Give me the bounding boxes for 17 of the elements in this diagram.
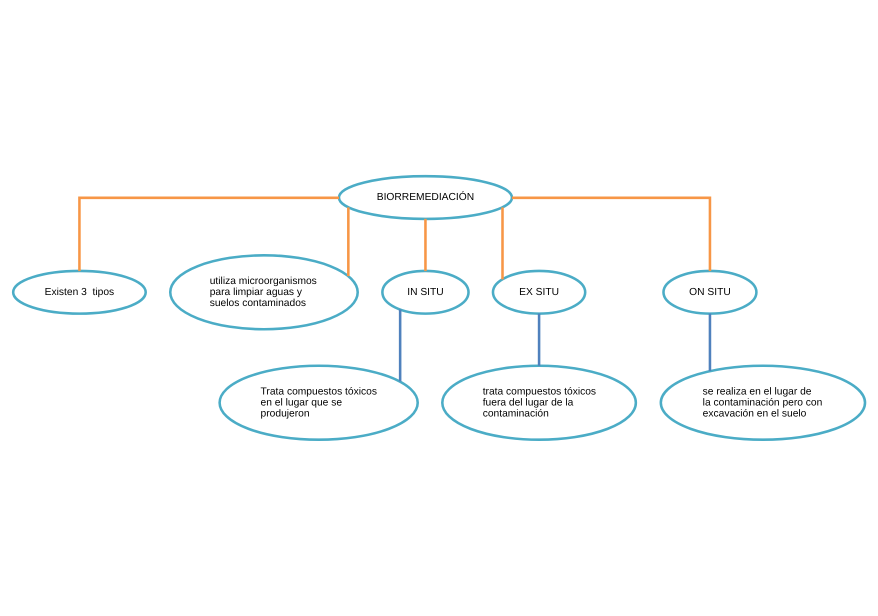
node-ellipse: trata compuestos tóxicos fuera del lugar de la contaminación: [441, 364, 638, 441]
node-ellipse: BIORREMEDIACIÓN: [338, 174, 514, 220]
node-ellipse: Trata compuestos tóxicos en el lugar que se produjeron: [218, 364, 419, 441]
connector: [538, 314, 540, 366]
connector: [347, 207, 350, 276]
connector: [398, 310, 402, 382]
connector: [501, 207, 504, 280]
connector: [78, 196, 340, 272]
node-ellipse: ON SITU: [662, 270, 758, 315]
connector: [708, 314, 712, 372]
node-ellipse: se realiza en el lugar de la contaminación pero con excavación en el suelo: [660, 364, 866, 441]
node-ellipse: EX SITU: [492, 270, 586, 315]
node-ellipse: IN SITU: [381, 270, 470, 315]
node-ellipse: utiliza microorganismos para limpiar aguas y suelos contaminados: [168, 254, 359, 331]
node-ellipse: Existen 3 tipos: [12, 270, 147, 315]
connector: [512, 196, 712, 272]
connector: [424, 218, 427, 272]
